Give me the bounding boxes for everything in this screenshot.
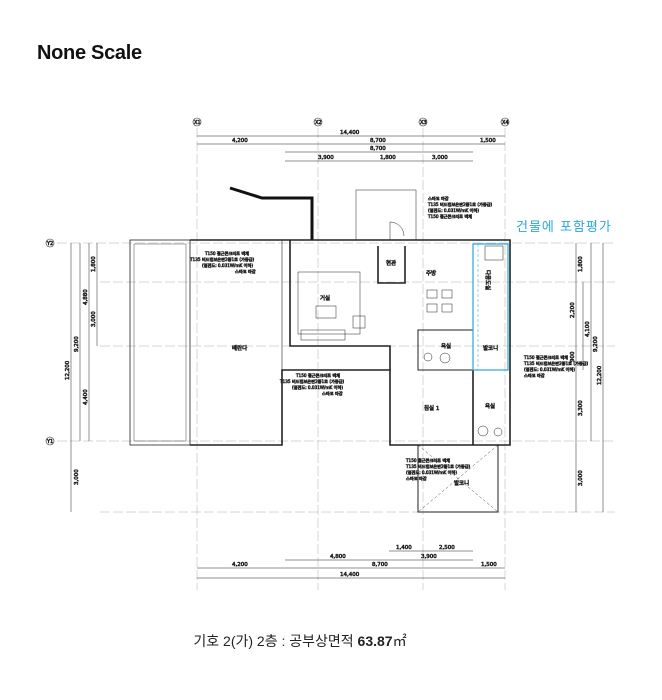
dim-left-1800: 1,800 — [91, 256, 97, 272]
axis-x4: X4 — [502, 120, 509, 126]
dim-top-3000: 3,000 — [432, 155, 448, 161]
dim-bottom-1500: 1,500 — [481, 562, 497, 568]
axis-x3: X3 — [420, 120, 427, 126]
dim-right-9200: 9,200 — [593, 336, 599, 352]
furniture — [297, 245, 504, 437]
svg-text:스타코 마감: 스타코 마감 — [235, 268, 256, 275]
svg-text:스타코 마감: 스타코 마감 — [428, 195, 449, 202]
dim-right-4100: 4,100 — [585, 321, 591, 337]
dim-top-8700b: 8,700 — [370, 146, 386, 152]
room-kitchen: 주방 — [426, 269, 436, 277]
room-living: 거실 — [320, 294, 330, 302]
room-bedroom: 침실 1 — [424, 404, 439, 412]
left-dimensions — [70, 243, 98, 512]
caption-prefix: 기호 2(가) 2층 : 공부상면적 — [193, 633, 354, 649]
stair-void — [355, 189, 417, 241]
svg-text:(열전도: 0.031W/mK 이하): (열전도: 0.031W/mK 이하) — [202, 262, 253, 269]
room-bath1: 욕실 — [441, 342, 451, 350]
included-area-highlight — [472, 243, 509, 371]
dim-bottom-4200: 4,200 — [232, 562, 248, 568]
svg-text:T150 철근콘크리트 벽체: T150 철근콘크리트 벽체 — [523, 354, 568, 361]
room-utility: 다용도실 — [484, 270, 492, 290]
dim-top-1800: 1,800 — [380, 155, 396, 161]
dim-top-8700: 8,700 — [370, 138, 386, 144]
wall-note-bottom: T150 철근콘크리트 벽체 T135 비드법보온판2종1호 (가등급) (열전… — [405, 457, 471, 483]
dim-left-bottom-3000: 3,000 — [74, 469, 80, 485]
included-evaluation-note: 건물에 포함평가 — [516, 220, 612, 235]
svg-text:T135 비드법보온판2종1호 (가등급): T135 비드법보온판2종1호 (가등급) — [279, 378, 345, 385]
svg-text:(열전도: 0.031W/mK 이하): (열전도: 0.031W/mK 이하) — [524, 366, 575, 373]
dim-bottom-8700: 8,700 — [372, 562, 388, 568]
room-balcony1: 발코니 — [483, 344, 498, 352]
page-title: None Scale — [37, 42, 142, 64]
svg-text:T135 비드법보온판2종1호 (가등급): T135 비드법보온판2종1호 (가등급) — [189, 256, 255, 263]
dim-top-3900: 3,900 — [318, 155, 334, 161]
svg-text:T135 비드법보온판2종1호 (가등급): T135 비드법보온판2종1호 (가등급) — [427, 201, 493, 208]
room-balcony2: 발코니 — [454, 479, 469, 487]
dim-bottom-3900: 3,900 — [421, 554, 437, 560]
dim-bottom-1400: 1,400 — [396, 545, 412, 551]
svg-text:T150 철근콘크리트 벽체: T150 철근콘크리트 벽체 — [295, 372, 340, 379]
axis-x1: X1 — [194, 120, 201, 126]
dim-right-3300: 3,300 — [578, 400, 584, 416]
wall-note-veranda: T150 철근콘크리트 벽체 T135 비드법보온판2종1호 (가등급) (열전… — [189, 250, 256, 276]
svg-text:(열전도: 0.031W/mK 이하): (열전도: 0.031W/mK 이하) — [406, 469, 457, 476]
dim-left-total: 12,200 — [65, 360, 71, 380]
dim-left-4400: 4,400 — [83, 389, 89, 405]
axis-x2: X2 — [315, 120, 322, 126]
wall-note-top: 스타코 마감 T135 비드법보온판2종1호 (가등급) (열전도: 0.031… — [427, 195, 493, 221]
dim-bottom-2500: 2,500 — [439, 545, 455, 551]
svg-text:스타코 마감: 스타코 마감 — [322, 390, 343, 397]
svg-text:T150 철근콘크리트 벽체: T150 철근콘크리트 벽체 — [204, 250, 249, 257]
dim-right-2200: 2,200 — [570, 302, 576, 318]
wall-note-living: T150 철근콘크리트 벽체 T135 비드법보온판2종1호 (가등급) (열전… — [279, 372, 345, 398]
dim-left-9200: 9,200 — [74, 336, 80, 352]
dim-left-3000: 3,000 — [91, 311, 97, 327]
axis-y1: Y1 — [46, 439, 53, 445]
room-bath2: 욕실 — [485, 402, 495, 410]
dim-right-total: 12,200 — [597, 365, 603, 385]
dim-right-3000: 3,000 — [578, 470, 584, 486]
svg-text:T135 비드법보온판2종1호 (가등급): T135 비드법보온판2종1호 (가등급) — [405, 463, 471, 470]
room-entrance: 현관 — [386, 259, 396, 267]
caption-unit: ㎡ — [392, 633, 407, 649]
dim-right-900: 900 — [570, 351, 576, 362]
dim-top-4200: 4,200 — [232, 138, 248, 144]
caption-area: 63.87 — [357, 633, 393, 649]
svg-text:스타코 마감: 스타코 마감 — [406, 475, 427, 482]
svg-text:T150 철근콘크리트 벽체: T150 철근콘크리트 벽체 — [405, 457, 450, 464]
svg-text:스타코 마감: 스타코 마감 — [524, 372, 545, 379]
top-dimensions — [197, 135, 505, 162]
axis-y2: Y2 — [46, 241, 53, 247]
dim-left-4880: 4,880 — [83, 289, 89, 305]
svg-text:(열전도: 0.031W/mK 이하): (열전도: 0.031W/mK 이하) — [292, 384, 343, 391]
dim-top-total: 14,400 — [340, 130, 360, 136]
stair-wall — [229, 186, 314, 240]
dim-bottom-4800: 4,800 — [330, 554, 346, 560]
room-veranda: 베란다 — [232, 344, 247, 352]
wall-note-balcony: T150 철근콘크리트 벽체 T135 비드법보온판2종1호 (가등급) (열전… — [523, 354, 589, 380]
svg-text:T150 철근콘크리트 벽체: T150 철근콘크리트 벽체 — [427, 213, 472, 220]
caption: 기호 2(가) 2층 : 공부상면적 63.87㎡ — [0, 631, 600, 651]
svg-text:(열전도: 0.031W/mK 이하): (열전도: 0.031W/mK 이하) — [428, 207, 479, 214]
right-dimensions — [575, 243, 604, 512]
axis-bubbles: X1 X2 X3 X4 Y2 Y1 — [45, 117, 510, 446]
dim-right-1800: 1,800 — [578, 256, 584, 272]
bottom-dimensions — [197, 550, 505, 579]
svg-text:T135 비드법보온판2종1호 (가등급): T135 비드법보온판2종1호 (가등급) — [523, 360, 589, 367]
dim-bottom-total: 14,400 — [340, 572, 360, 578]
dim-top-1500: 1,500 — [480, 138, 496, 144]
